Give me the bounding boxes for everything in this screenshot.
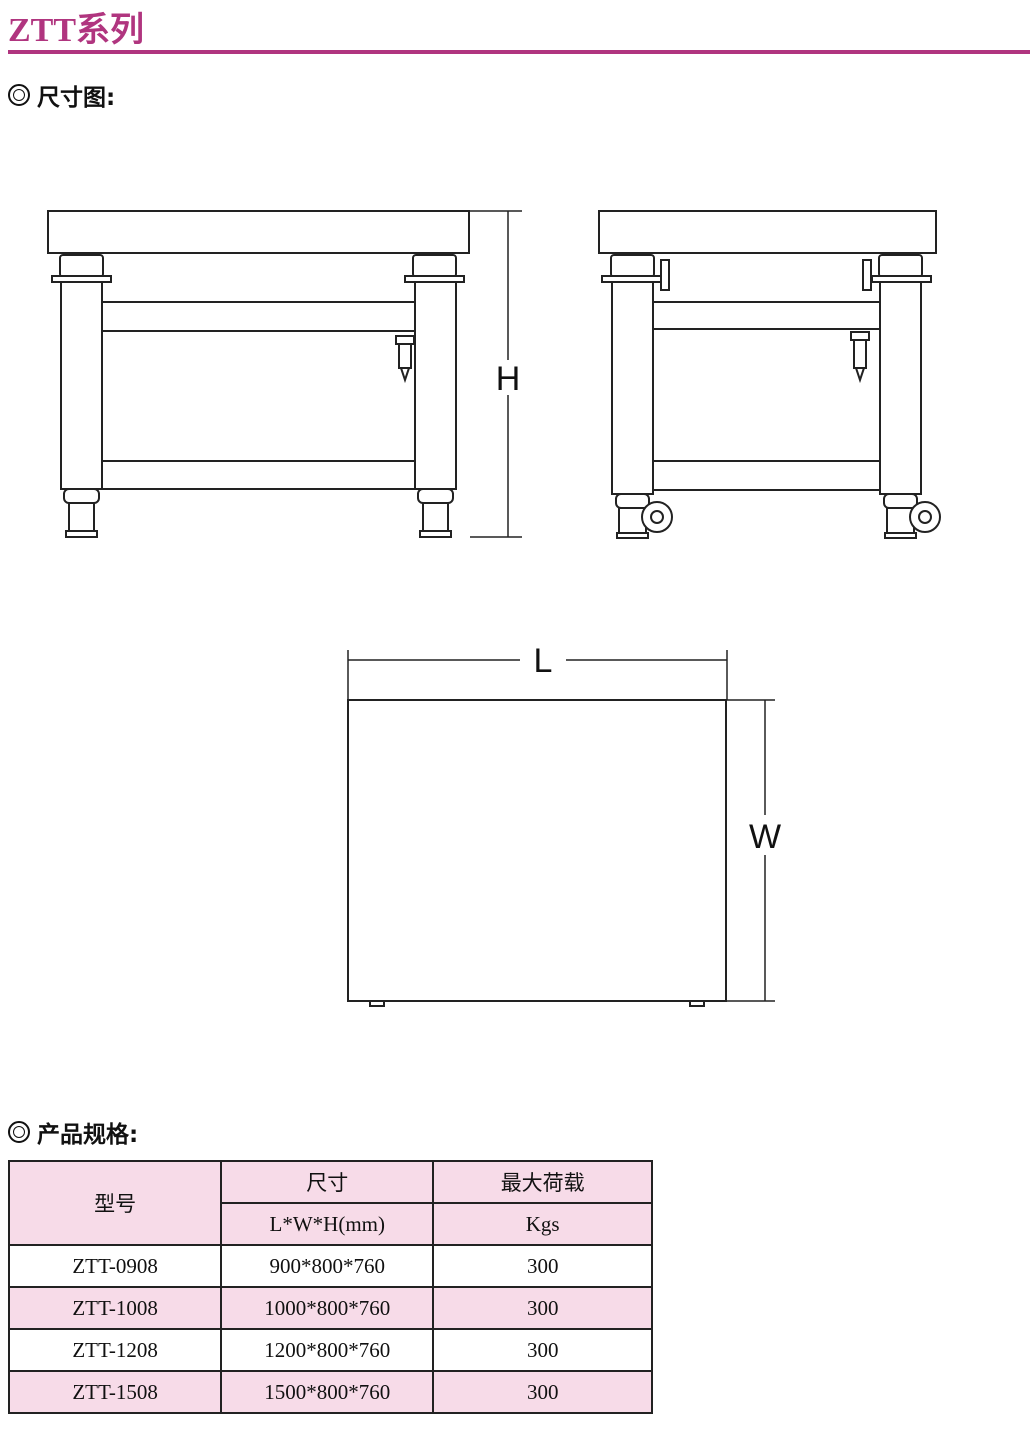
cell-load: 300 bbox=[432, 1370, 653, 1414]
cell-model: ZTT-1008 bbox=[7, 1286, 223, 1330]
double-circle-icon bbox=[8, 1121, 30, 1143]
header-size: 尺寸 bbox=[220, 1160, 435, 1204]
table-row: ZTT-1208 1200*800*760 300 bbox=[7, 1328, 653, 1372]
header-load: 最大荷载 bbox=[432, 1160, 653, 1204]
table-header-row: 型号 尺寸 最大荷载 bbox=[7, 1160, 653, 1246]
cell-size: 1000*800*760 bbox=[220, 1286, 435, 1330]
label-h: H bbox=[496, 360, 521, 398]
label-l: L bbox=[534, 642, 553, 680]
header-model: 型号 bbox=[7, 1160, 223, 1246]
cell-size: 1500*800*760 bbox=[220, 1370, 435, 1414]
header-size-unit: L*W*H(mm) bbox=[220, 1202, 435, 1246]
table-row: ZTT-1008 1000*800*760 300 bbox=[7, 1286, 653, 1330]
cell-model: ZTT-0908 bbox=[7, 1244, 223, 1288]
section-dimensions-label: 尺寸图: bbox=[37, 85, 116, 111]
cell-size: 1200*800*760 bbox=[220, 1328, 435, 1372]
dimension-drawings: H L W bbox=[47, 210, 941, 1007]
section-dimensions: 尺寸图: bbox=[8, 78, 115, 112]
top-view-drawing bbox=[347, 699, 727, 1007]
header-load-unit: Kgs bbox=[432, 1202, 653, 1246]
width-dimension-line bbox=[727, 699, 775, 1002]
section-specs: 产品规格: bbox=[8, 1115, 138, 1149]
page-title: ZTT系列 bbox=[8, 12, 145, 49]
cell-model: ZTT-1508 bbox=[7, 1370, 223, 1414]
length-dimension-line bbox=[347, 650, 728, 700]
spec-table: 型号 尺寸 最大荷载 L*W*H(mm) Kgs ZTT-0908 900*80… bbox=[7, 1160, 653, 1414]
section-specs-label: 产品规格: bbox=[37, 1122, 139, 1148]
table-row: ZTT-0908 900*800*760 300 bbox=[7, 1244, 653, 1288]
cell-load: 300 bbox=[432, 1286, 653, 1330]
front-view-drawing bbox=[47, 210, 470, 538]
double-circle-icon bbox=[8, 84, 30, 106]
label-w: W bbox=[749, 818, 781, 856]
table-row: ZTT-1508 1500*800*760 300 bbox=[7, 1370, 653, 1414]
side-view-drawing bbox=[598, 210, 941, 539]
cell-size: 900*800*760 bbox=[220, 1244, 435, 1288]
cell-model: ZTT-1208 bbox=[7, 1328, 223, 1372]
cell-load: 300 bbox=[432, 1244, 653, 1288]
height-dimension-line bbox=[470, 210, 522, 538]
table-header-unit-row: L*W*H(mm) Kgs bbox=[9, 1202, 653, 1246]
cell-load: 300 bbox=[432, 1328, 653, 1372]
title-rule bbox=[8, 50, 1030, 54]
